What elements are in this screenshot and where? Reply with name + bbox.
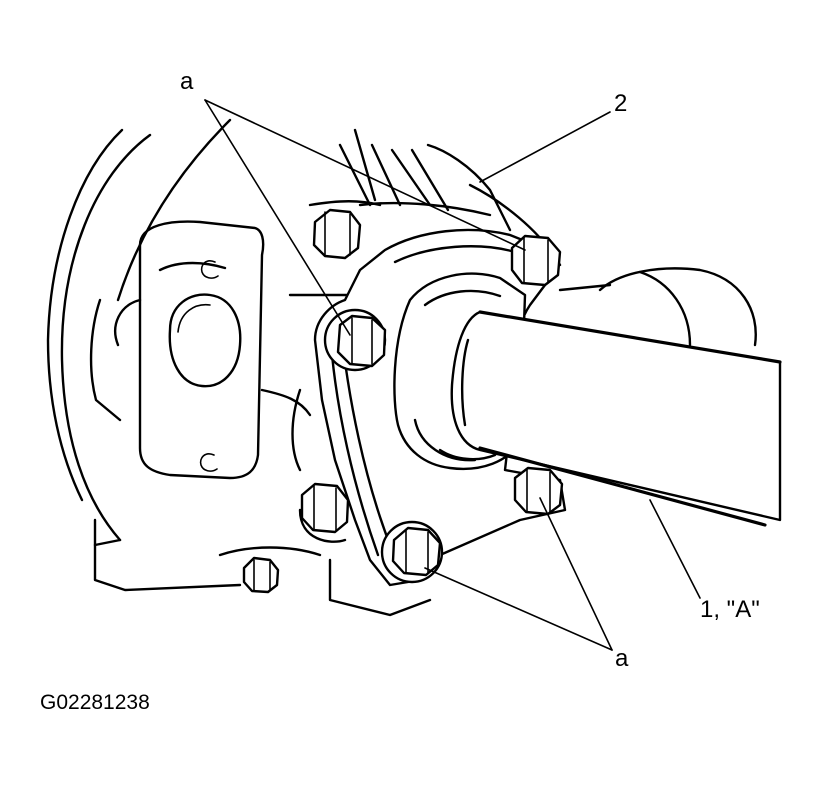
- figure-id: G02281238: [40, 691, 150, 714]
- callout-a-top: a: [180, 68, 194, 95]
- bolt-housing-small: [242, 556, 280, 594]
- bolts: [242, 208, 564, 594]
- bolt-upper-left: [312, 208, 362, 260]
- callout-2: 2: [614, 90, 628, 117]
- differential-housing: [46, 118, 432, 617]
- drive-shaft: [450, 267, 782, 527]
- cover-plate: [114, 220, 312, 480]
- bolt-flange-bottom: [380, 520, 444, 584]
- bolt-upper-right: [510, 234, 562, 287]
- callout-a-bottom: a: [615, 645, 629, 672]
- bolt-lower-left: [300, 482, 350, 534]
- bolt-flange-top: [323, 308, 387, 372]
- leader-lines: [204, 99, 701, 651]
- callout-1-a: 1, "A": [700, 596, 760, 623]
- bolt-lower-right: [513, 466, 564, 516]
